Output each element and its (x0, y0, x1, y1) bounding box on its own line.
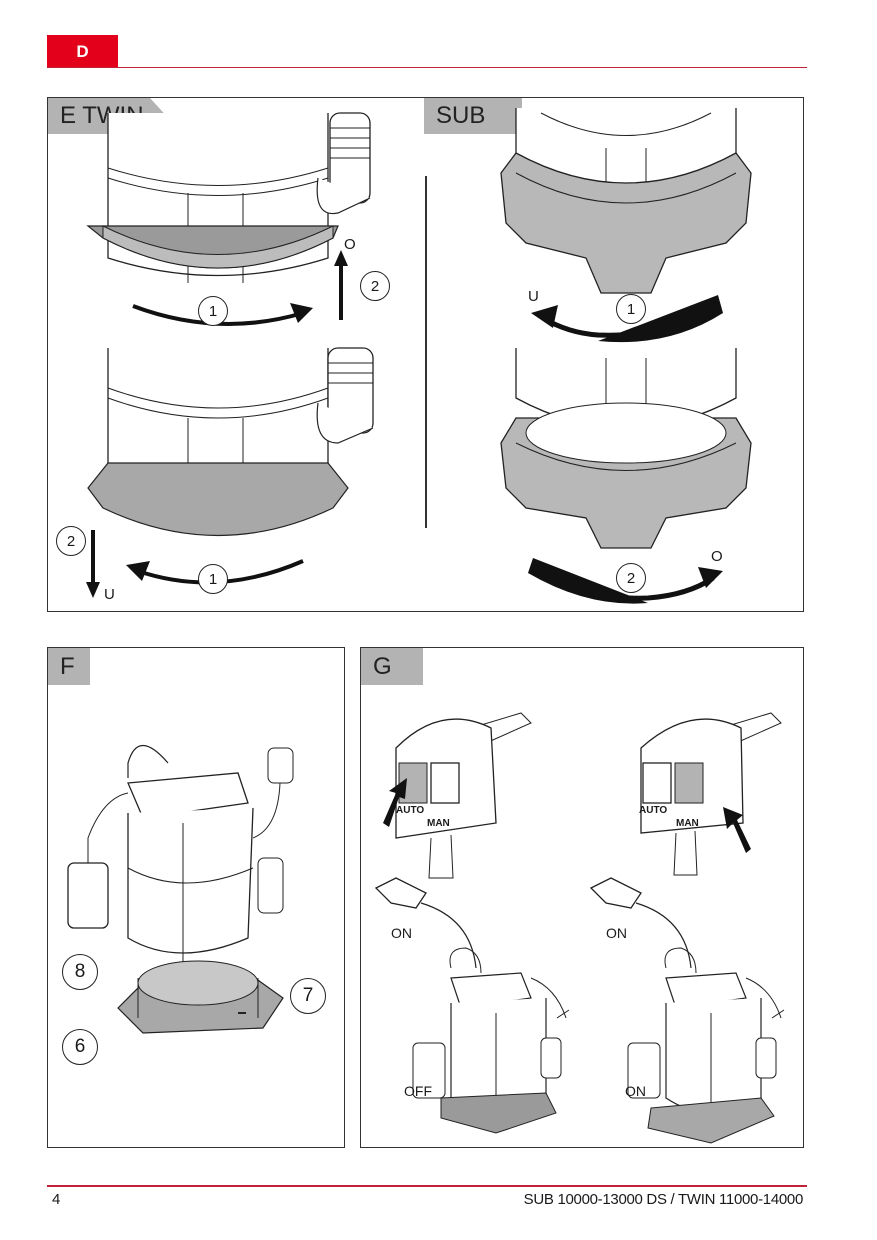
callout-1: 1 (198, 296, 228, 326)
rotate-clockwise-arrow (132, 303, 313, 326)
pump-float-on-illustration (589, 877, 785, 1144)
arrow-down (86, 530, 100, 598)
rotate-lock-arrow (528, 558, 723, 604)
panel-label-f: F (48, 648, 90, 685)
panel-divider (425, 176, 427, 528)
callout-2: 2 (360, 271, 390, 301)
button-label-auto: AUTO (639, 805, 668, 816)
callout-6: 6 (62, 1029, 98, 1065)
page-number: 4 (52, 1191, 61, 1208)
plug-switch-man-illustration (640, 712, 782, 876)
direction-unlock-label: U (104, 586, 115, 603)
arrow-up (334, 250, 348, 320)
float-state-off: OFF (404, 1083, 432, 1099)
direction-open-label: O (344, 236, 356, 253)
panel-label-g: G (361, 648, 423, 685)
language-tab: D (47, 35, 118, 68)
sub-pump-base-lock-illustration (500, 348, 752, 549)
panel-f: F 8 7 6 (47, 647, 345, 1148)
button-label-man: MAN (676, 818, 699, 829)
callout-2: 2 (616, 563, 646, 593)
callout-1: 1 (616, 294, 646, 324)
rotate-unlock-arrow (531, 295, 723, 343)
pump-exploded-view-illustration (67, 745, 294, 1034)
float-state-on-bottom: ON (625, 1083, 646, 1099)
pump-float-off-illustration (374, 877, 570, 1134)
direction-unlock-label: U (528, 288, 539, 305)
float-state-on: ON (606, 925, 627, 941)
plug-switch-auto-illustration (383, 712, 532, 879)
panel-g: G AUTO MAN AUTO MAN ON OFF (360, 647, 804, 1148)
footer-model-title: SUB 10000-13000 DS / TWIN 11000-14000 (523, 1191, 804, 1208)
float-state-on: ON (391, 925, 412, 941)
header-rule (47, 67, 807, 68)
button-label-auto: AUTO (396, 805, 425, 816)
callout-2: 2 (56, 526, 86, 556)
footer-rule (47, 1185, 807, 1187)
panel-e: E TWIN SUB O 1 2 (47, 97, 804, 612)
callout-7: 7 (290, 978, 326, 1014)
panel-label-sub: SUB (424, 98, 522, 134)
sub-pump-base-unlock-illustration (500, 108, 752, 294)
twin-pump-base-detach-illustration (87, 347, 374, 537)
callout-1: 1 (198, 564, 228, 594)
button-label-man: MAN (427, 818, 450, 829)
twin-pump-base-attach-illustration (86, 112, 371, 283)
callout-8: 8 (62, 954, 98, 990)
direction-open-label: O (711, 548, 723, 565)
